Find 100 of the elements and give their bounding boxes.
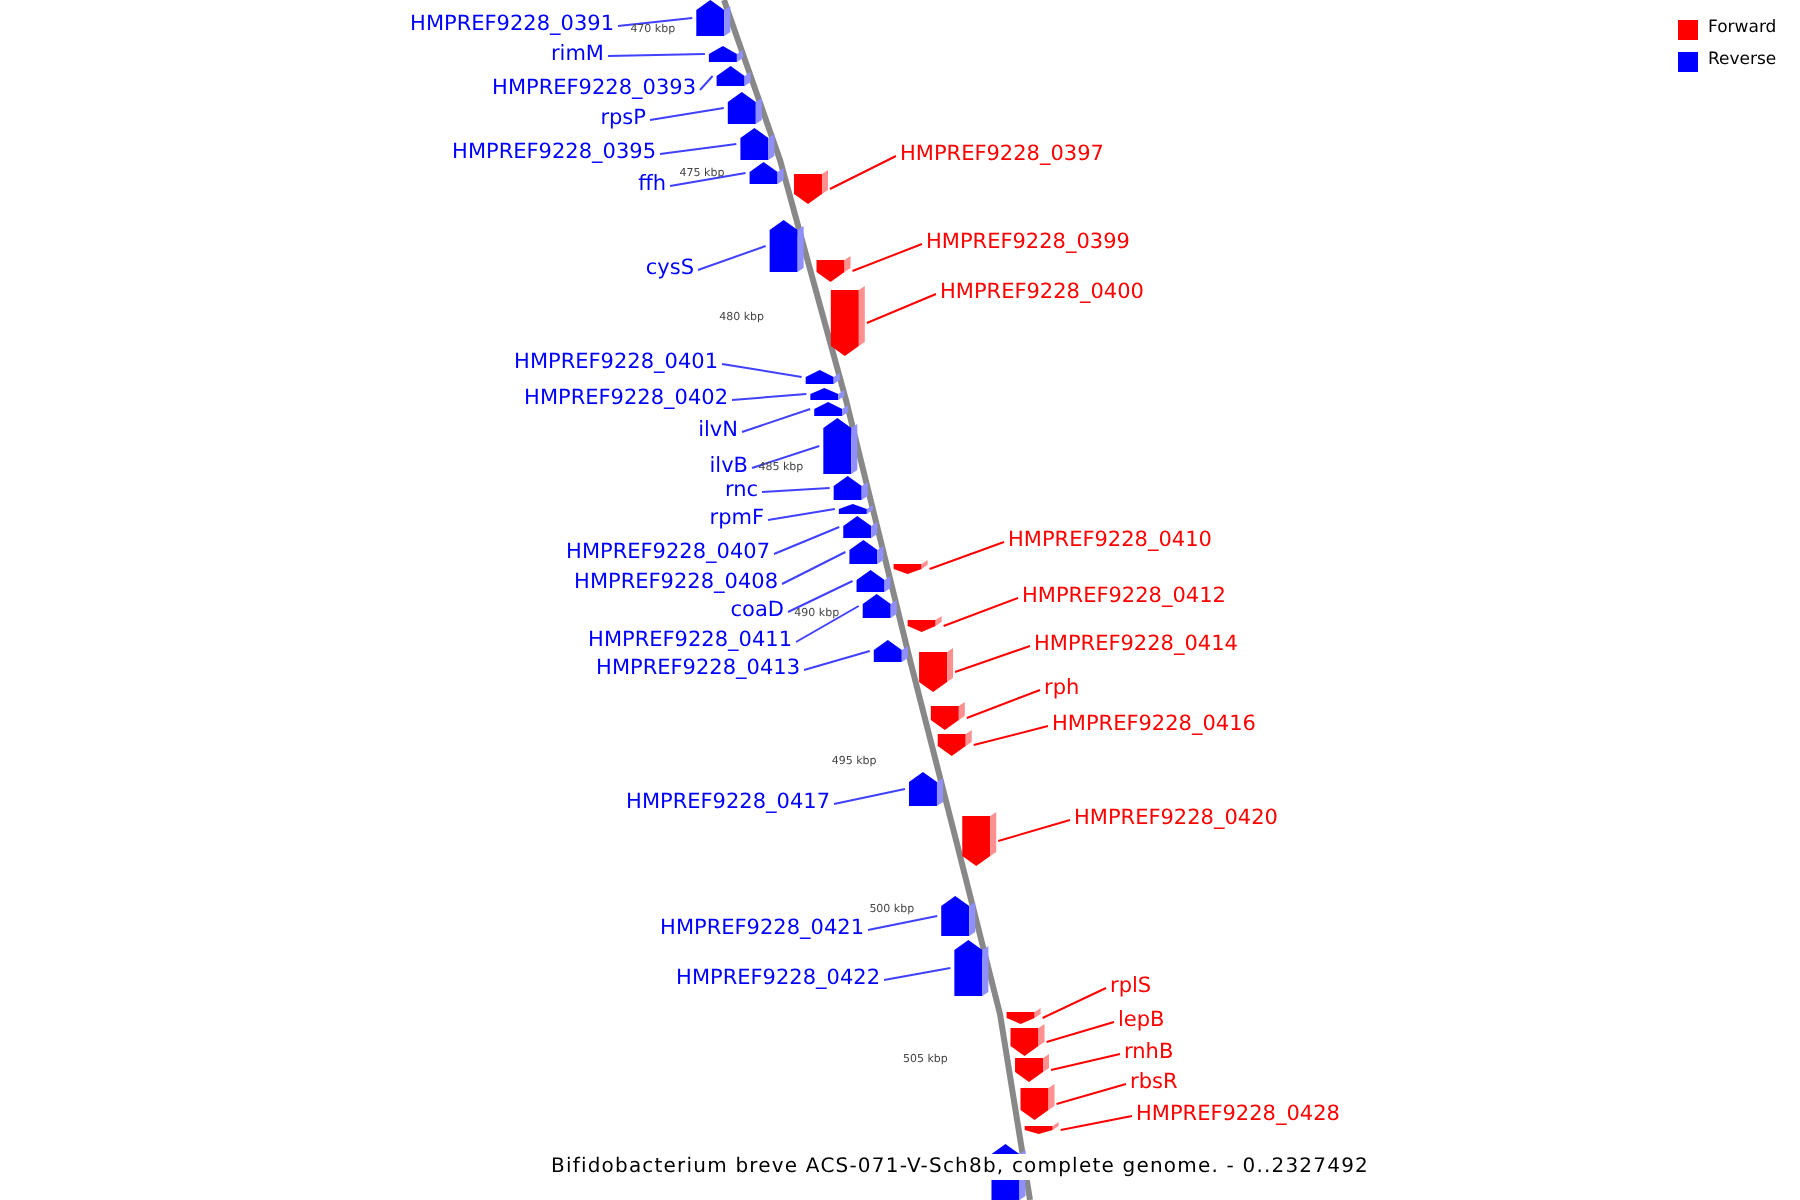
- gene-label: HMPREF9228_0414: [1034, 632, 1238, 658]
- leader-line: [972, 725, 1049, 746]
- gene-block: [954, 940, 989, 996]
- gene-block: [849, 540, 884, 564]
- gene-label: HMPREF9228_0391: [410, 12, 614, 38]
- gene-block: [856, 570, 891, 592]
- gene-block: [862, 594, 897, 618]
- leader-line: [1059, 1115, 1133, 1131]
- gene-label: HMPREF9228_0411: [588, 628, 792, 654]
- gene-block: [907, 616, 942, 632]
- gene-label: HMPREF9228_0393: [492, 76, 696, 102]
- gene-block: [1024, 1122, 1059, 1134]
- leader-line: [867, 915, 939, 931]
- leader-line: [721, 363, 803, 378]
- leader-line: [851, 243, 923, 272]
- gene-label: ilvN: [698, 418, 738, 444]
- gene-label: coaD: [730, 598, 784, 624]
- legend-label: Forward: [1708, 18, 1777, 40]
- leader-line: [865, 293, 937, 324]
- leader-line: [942, 597, 1019, 627]
- gene-label: HMPREF9228_0402: [524, 386, 728, 412]
- leader-line: [781, 551, 847, 585]
- gene-block: [919, 648, 954, 692]
- gene-label: rpsP: [600, 106, 646, 132]
- gene-label: HMPREF9228_0412: [1022, 584, 1226, 610]
- gene-label: HMPREF9228_0428: [1136, 1102, 1340, 1128]
- gene-block: [816, 256, 851, 282]
- gene-label: lepB: [1118, 1008, 1165, 1034]
- leader-line: [928, 541, 1005, 570]
- leader-line: [607, 53, 706, 57]
- leader-line: [1045, 1021, 1115, 1043]
- gene-label: HMPREF9228_0407: [566, 540, 770, 566]
- gene-label: HMPREF9228_0416: [1052, 712, 1256, 738]
- gene-label: HMPREF9228_0410: [1008, 528, 1212, 554]
- leader-line: [795, 605, 860, 643]
- gene-block: [810, 388, 845, 400]
- gene-label: ilvB: [709, 454, 748, 480]
- gene-block: [814, 402, 849, 416]
- gene-block: [727, 92, 762, 124]
- leader-line: [669, 172, 747, 187]
- gene-label: HMPREF9228_0408: [574, 570, 778, 596]
- gene-label: HMPREF9228_0397: [900, 142, 1104, 168]
- gene-block: [941, 896, 976, 936]
- gene-label: HMPREF9228_0421: [660, 916, 864, 942]
- gene-label: HMPREF9228_0417: [626, 790, 830, 816]
- gene-label: rbsR: [1130, 1070, 1178, 1096]
- gene-label: rimM: [550, 42, 604, 68]
- gene-block: [930, 702, 965, 730]
- gene-label: rplS: [1110, 974, 1152, 1000]
- leader-line: [829, 155, 897, 190]
- gene-label: HMPREF9228_0399: [926, 230, 1130, 256]
- leader-line: [697, 245, 767, 271]
- legend-label: Reverse: [1708, 50, 1777, 72]
- gene-block: [962, 812, 997, 866]
- gene-block: [716, 66, 751, 86]
- gene-block: [696, 0, 731, 36]
- gene-block: [893, 560, 928, 574]
- leader-line: [803, 650, 871, 671]
- leader-line: [883, 967, 952, 981]
- leader-line: [787, 580, 854, 613]
- leader-line: [954, 645, 1031, 673]
- gene-block: [805, 370, 840, 384]
- gene-label: HMPREF9228_0400: [940, 280, 1144, 306]
- gene-block: [937, 730, 972, 756]
- leader-line: [1041, 987, 1107, 1019]
- leader-line: [731, 393, 808, 401]
- gene-label: HMPREF9228_0422: [676, 966, 880, 992]
- gene-block: [1006, 1008, 1041, 1024]
- gene-label: HMPREF9228_0395: [452, 140, 656, 166]
- leader-line: [699, 75, 714, 91]
- gene-block: [833, 476, 868, 500]
- leader-line: [767, 508, 836, 521]
- leader-line: [761, 487, 831, 493]
- leader-line: [751, 445, 821, 469]
- gene-block: [908, 772, 943, 806]
- leader-line: [741, 408, 812, 433]
- gene-block: [873, 640, 908, 662]
- gene-label: HMPREF9228_0413: [596, 656, 800, 682]
- leader-line: [1050, 1053, 1121, 1071]
- leader-line: [997, 819, 1071, 842]
- leader-line: [659, 143, 738, 155]
- leader-line: [833, 788, 906, 805]
- gene-label: rnhB: [1124, 1040, 1174, 1066]
- gene-block: [740, 128, 775, 160]
- leader-line: [965, 689, 1041, 719]
- gene-label: HMPREF9228_0420: [1074, 806, 1278, 832]
- gene-label: rnc: [724, 478, 758, 504]
- gene-block: [794, 170, 828, 204]
- gene-label: rph: [1044, 676, 1080, 702]
- leader-line: [773, 526, 841, 555]
- leader-line: [649, 107, 725, 121]
- gene-label: cysS: [645, 256, 694, 282]
- gene-block: [1015, 1054, 1050, 1082]
- gene-label: HMPREF9228_0401: [514, 350, 718, 376]
- gene-label: ffh: [638, 172, 666, 198]
- gene-block: [838, 504, 873, 514]
- gene-block: [708, 46, 743, 62]
- leader-line: [617, 17, 694, 27]
- gene-block: [830, 286, 865, 356]
- gene-block: [749, 162, 784, 184]
